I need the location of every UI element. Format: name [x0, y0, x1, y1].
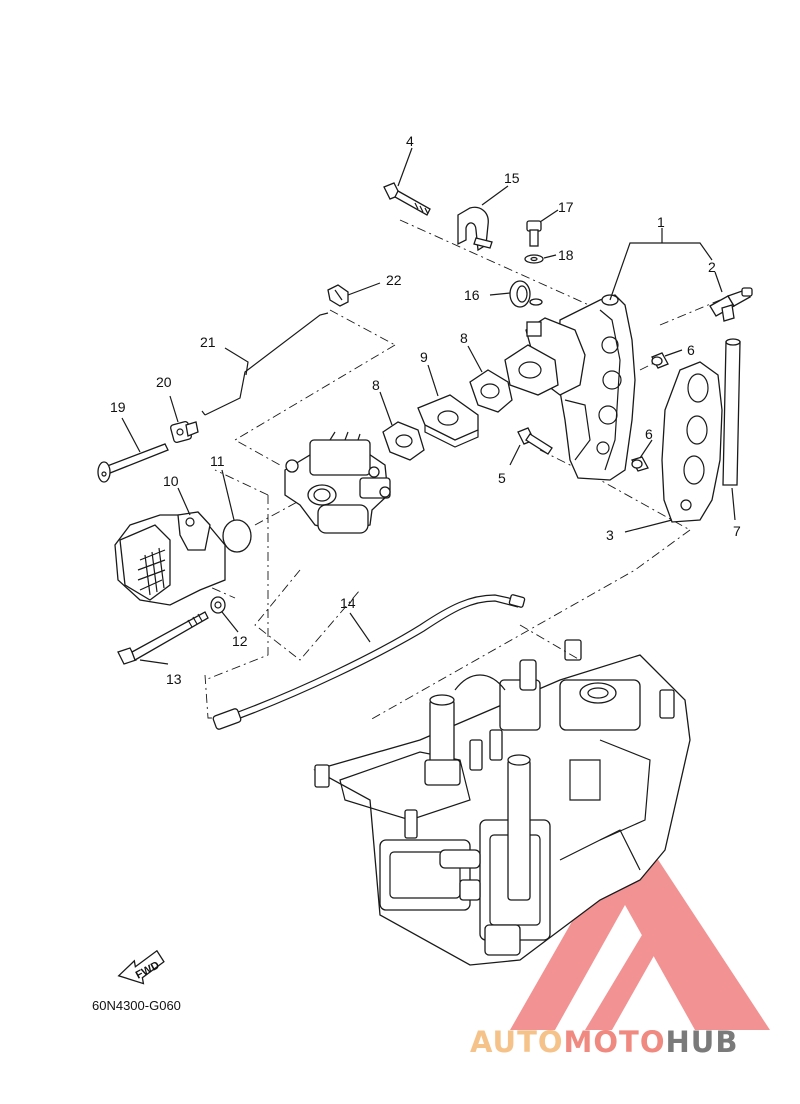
fwd-arrow: FWD: [117, 949, 165, 985]
callout-9: 9: [420, 349, 428, 365]
callout-20: 20: [156, 374, 172, 390]
part-16-grommet: [509, 280, 531, 308]
part-22-clip: [327, 284, 349, 307]
part-2-fitting: [709, 287, 753, 322]
part-21-link-rod: [201, 312, 329, 416]
part-9-spacer: [417, 394, 479, 448]
callout-6-lower: 6: [645, 426, 653, 442]
callout-6-upper: 6: [687, 342, 695, 358]
part-8-gasket-left: [382, 421, 425, 461]
engine-block: [313, 639, 691, 966]
part-3-gasket: [661, 361, 723, 523]
watermark-hub: HUB: [666, 1025, 739, 1059]
callout-3: 3: [606, 527, 614, 543]
part-7-hose: [722, 338, 741, 486]
watermark-text: AUTOMOTOHUB: [470, 1025, 738, 1059]
callout-14: 14: [340, 595, 356, 611]
part-18-washer: [524, 254, 544, 264]
callout-12: 12: [232, 633, 248, 649]
callout-17: 17: [558, 199, 574, 215]
callout-10: 10: [163, 473, 179, 489]
part-10-silencer: [114, 511, 226, 606]
watermark-auto: AUTO: [470, 1025, 564, 1059]
part-19-rod: [97, 443, 169, 483]
part-4-bolt: [383, 182, 431, 216]
watermark-logo: [510, 855, 770, 1030]
part-8-gasket-right: [469, 369, 513, 413]
part-6-dowel-lower: [631, 456, 649, 472]
part-14-fuel-hose: [212, 594, 526, 730]
callout-21: 21: [200, 334, 216, 350]
carburetor: [284, 431, 391, 534]
part-6-dowel-upper: [651, 352, 669, 369]
callout-2: 2: [708, 259, 716, 275]
callout-15: 15: [504, 170, 520, 186]
part-17-screw: [526, 220, 542, 247]
callout-16: 16: [464, 287, 480, 303]
assembly-guide-lines: [159, 219, 721, 721]
callout-22: 22: [386, 272, 402, 288]
part-18-washer-lower: [529, 298, 543, 306]
part-11-o-ring: [222, 519, 252, 553]
callout-11: 11: [210, 453, 225, 469]
part-5-bolt: [517, 427, 553, 455]
callout-4: 4: [406, 133, 414, 149]
callout-8-left: 8: [372, 377, 380, 393]
callout-leader-lines: [121, 147, 736, 665]
callout-13: 13: [166, 671, 182, 687]
part-20-knob: [170, 421, 199, 443]
watermark-moto: MOTO: [564, 1025, 666, 1059]
callout-19: 19: [110, 399, 126, 415]
diagram-code: 60N4300-G060: [92, 998, 181, 1013]
part-13-bolt: [117, 611, 209, 665]
callout-7: 7: [733, 523, 741, 539]
callout-numbers: 1 2 3 4 5 6 6 7 8 8 9 10 11 12 13 14 15 …: [110, 133, 741, 687]
callout-1: 1: [657, 214, 665, 230]
callout-18: 18: [558, 247, 574, 263]
callout-8-right: 8: [460, 330, 468, 346]
part-1-intake-manifold: [504, 294, 636, 481]
part-15-clamp: [457, 206, 493, 252]
callout-5: 5: [498, 470, 506, 486]
part-12-collar: [210, 596, 226, 614]
fwd-label: FWD: [134, 959, 162, 981]
